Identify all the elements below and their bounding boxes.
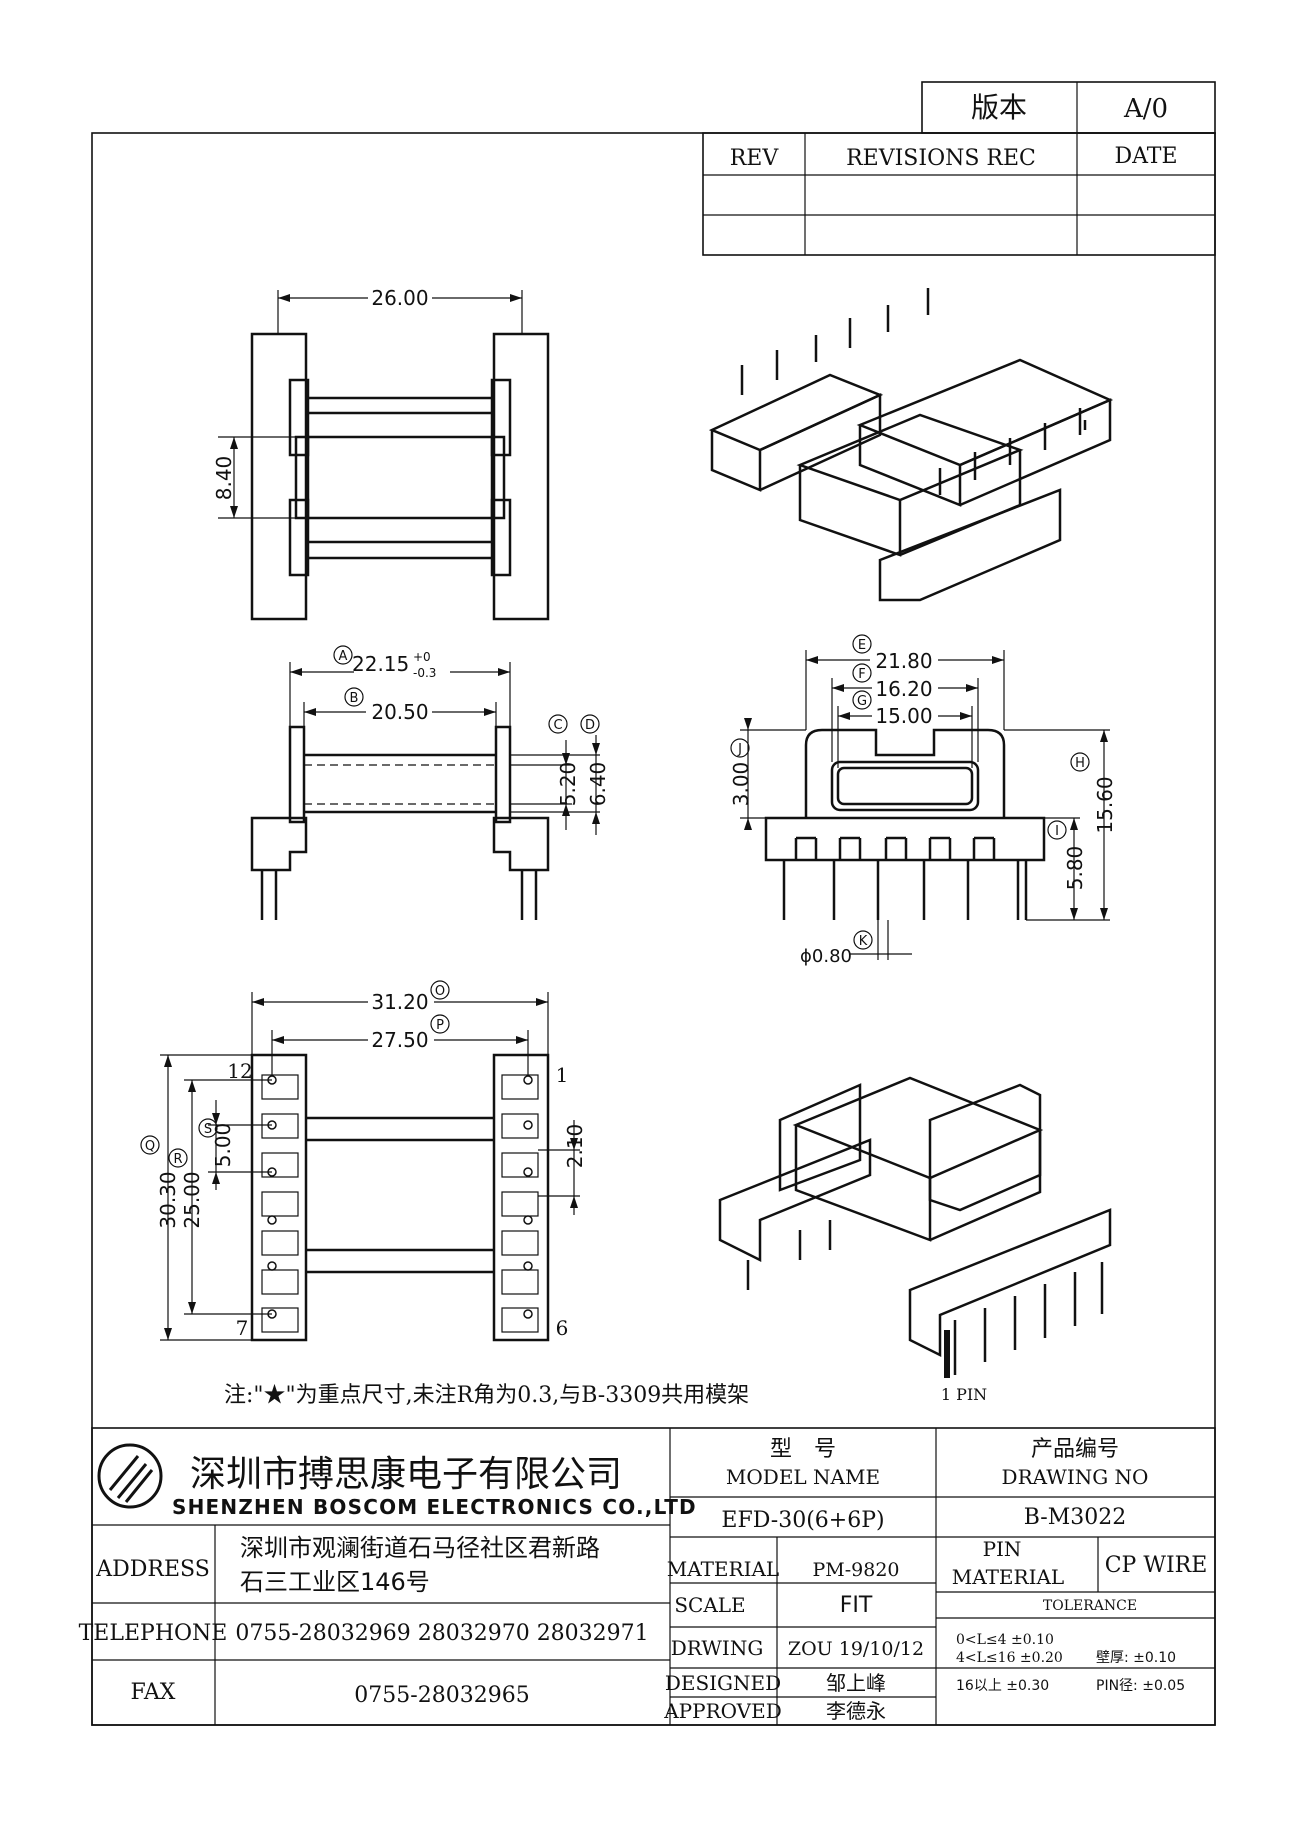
pin-1-marker-label: 1 PIN <box>941 1385 987 1404</box>
date-header: DATE <box>1114 144 1177 169</box>
isometric-view-top <box>708 288 1114 602</box>
pin-12-label: 12 <box>227 1059 252 1083</box>
address-label: ADDRESS <box>95 1557 210 1582</box>
tolerance-row-3: 16以上 ±0.30 <box>956 1678 1049 1694</box>
tolerance-pin: PIN径: ±0.05 <box>1096 1678 1185 1694</box>
version-box: 版本 A/0 <box>921 81 1216 134</box>
dim-r: 25.00 <box>180 1171 204 1228</box>
pin-7-label: 7 <box>236 1316 249 1340</box>
pin-material-value: CP WIRE <box>1105 1553 1208 1578</box>
drawing-label-en: DRAWING NO <box>1002 1465 1149 1489</box>
drawing-by-label: DRWING <box>671 1636 764 1660</box>
marker-q: Q <box>145 1139 155 1154</box>
designed-value: 邹上峰 <box>826 1671 886 1695</box>
designed-label: DESIGNED <box>665 1671 781 1695</box>
scale-value: FIT <box>840 1593 873 1618</box>
dim-e: 21.80 <box>875 649 932 673</box>
dim-h: 15.60 <box>1093 776 1117 833</box>
fax-value: 0755-28032965 <box>354 1683 529 1708</box>
material-label: MATERIAL <box>667 1557 779 1581</box>
marker-f: F <box>858 667 865 682</box>
drawing-label-cn: 产品编号 <box>1031 1437 1119 1462</box>
front-view: A 22.15 +0 -0.3 B 20.50 C D 5.20 6.40 <box>250 645 610 920</box>
pin-6-label: 6 <box>556 1316 569 1340</box>
approved-label: APPROVED <box>663 1699 782 1723</box>
version-value: A/0 <box>1123 94 1168 124</box>
dim-d: 6.40 <box>586 762 610 807</box>
address-line-2: 石三工业区146号 <box>240 1568 430 1596</box>
rev-header: REV <box>730 146 780 171</box>
pin-material-label-1: PIN <box>983 1537 1022 1561</box>
dim-b: 20.50 <box>371 700 428 724</box>
address-line-1: 深圳市观澜街道石马径社区君新路 <box>240 1534 600 1562</box>
marker-r: R <box>173 1152 182 1167</box>
bottom-view: 31.20 O 27.50 P Q 30.30 R 25.00 S <box>140 980 587 1342</box>
company-logo <box>97 1443 163 1509</box>
fax-label: FAX <box>131 1680 176 1705</box>
pin-1-label: 1 <box>556 1063 569 1087</box>
approved-value: 李德永 <box>826 1699 886 1723</box>
revision-table: REV REVISIONS REC DATE <box>702 132 1216 256</box>
scale-label: SCALE <box>674 1593 745 1617</box>
company-name-en: SHENZHEN BOSCOM ELECTRONICS CO.,LTD <box>172 1495 697 1519</box>
dim-c: 5.20 <box>556 762 580 807</box>
dim-p: 27.50 <box>371 1028 428 1052</box>
marker-i: I <box>1055 824 1059 839</box>
marker-c: C <box>553 718 562 733</box>
dim-q: 30.30 <box>156 1171 180 1228</box>
dim-pitch: 2.10 <box>563 1124 587 1169</box>
dim-g: 15.00 <box>875 704 932 728</box>
dim-s: 5.00 <box>211 1123 235 1168</box>
model-value: EFD-30(6+6P) <box>721 1508 884 1533</box>
top-view: 26.00 8.40 <box>212 284 550 621</box>
marker-s: S <box>204 1122 212 1137</box>
dim-i: 5.80 <box>1063 846 1087 891</box>
telephone-value: 0755-28032969 28032970 28032971 <box>235 1621 648 1646</box>
marker-k: K <box>859 934 868 949</box>
marker-a: A <box>339 649 348 664</box>
dim-top-gap: 8.40 <box>212 456 236 501</box>
model-label-cn: 型 号 <box>770 1437 836 1462</box>
marker-b: B <box>350 691 359 706</box>
revisions-rec-header: REVISIONS REC <box>846 146 1036 171</box>
title-block: 深圳市搏思康电子有限公司 SHENZHEN BOSCOM ELECTRONICS… <box>79 1427 1216 1726</box>
drawing-note: 注:"★"为重点尺寸,未注R角为0.3,与B-3309共用模架 <box>224 1383 749 1408</box>
drawing-by-value: ZOU 19/10/12 <box>788 1638 924 1660</box>
pin-material-label-2: MATERIAL <box>952 1565 1064 1589</box>
isometric-view-bottom: 1 PIN <box>718 1076 1112 1404</box>
tolerance-row-1: 0<L≤4 ±0.10 <box>956 1632 1054 1648</box>
drawing-value: B-M3022 <box>1024 1505 1127 1530</box>
marker-j: J <box>737 742 742 757</box>
company-name-cn: 深圳市搏思康电子有限公司 <box>190 1454 622 1495</box>
tolerance-label: TOLERANCE <box>1043 1598 1137 1614</box>
marker-e: E <box>858 638 866 653</box>
dim-j: 3.00 <box>729 762 753 807</box>
marker-p: P <box>436 1018 444 1033</box>
dim-top-width: 26.00 <box>371 286 428 310</box>
marker-d: D <box>585 718 595 733</box>
dim-a-tol-plus: +0 <box>413 650 431 664</box>
dim-a: 22.15 <box>352 652 409 676</box>
telephone-label: TELEPHONE <box>79 1621 228 1646</box>
dim-k: ϕ0.80 <box>800 946 852 967</box>
marker-o: O <box>435 984 445 999</box>
marker-g: G <box>857 694 867 709</box>
side-view: E 21.80 F 16.20 G 15.00 J 3.00 <box>729 634 1117 967</box>
version-label: 版本 <box>971 91 1027 124</box>
dim-o: 31.20 <box>371 990 428 1014</box>
dim-f: 16.20 <box>875 677 932 701</box>
dim-a-tol-minus: -0.3 <box>413 666 436 680</box>
model-label-en: MODEL NAME <box>726 1465 880 1489</box>
material-value: PM-9820 <box>812 1559 899 1581</box>
tolerance-wall: 壁厚: ±0.10 <box>1096 1650 1176 1666</box>
tolerance-row-2: 4<L≤16 ±0.20 <box>956 1650 1063 1666</box>
marker-h: H <box>1075 756 1085 771</box>
